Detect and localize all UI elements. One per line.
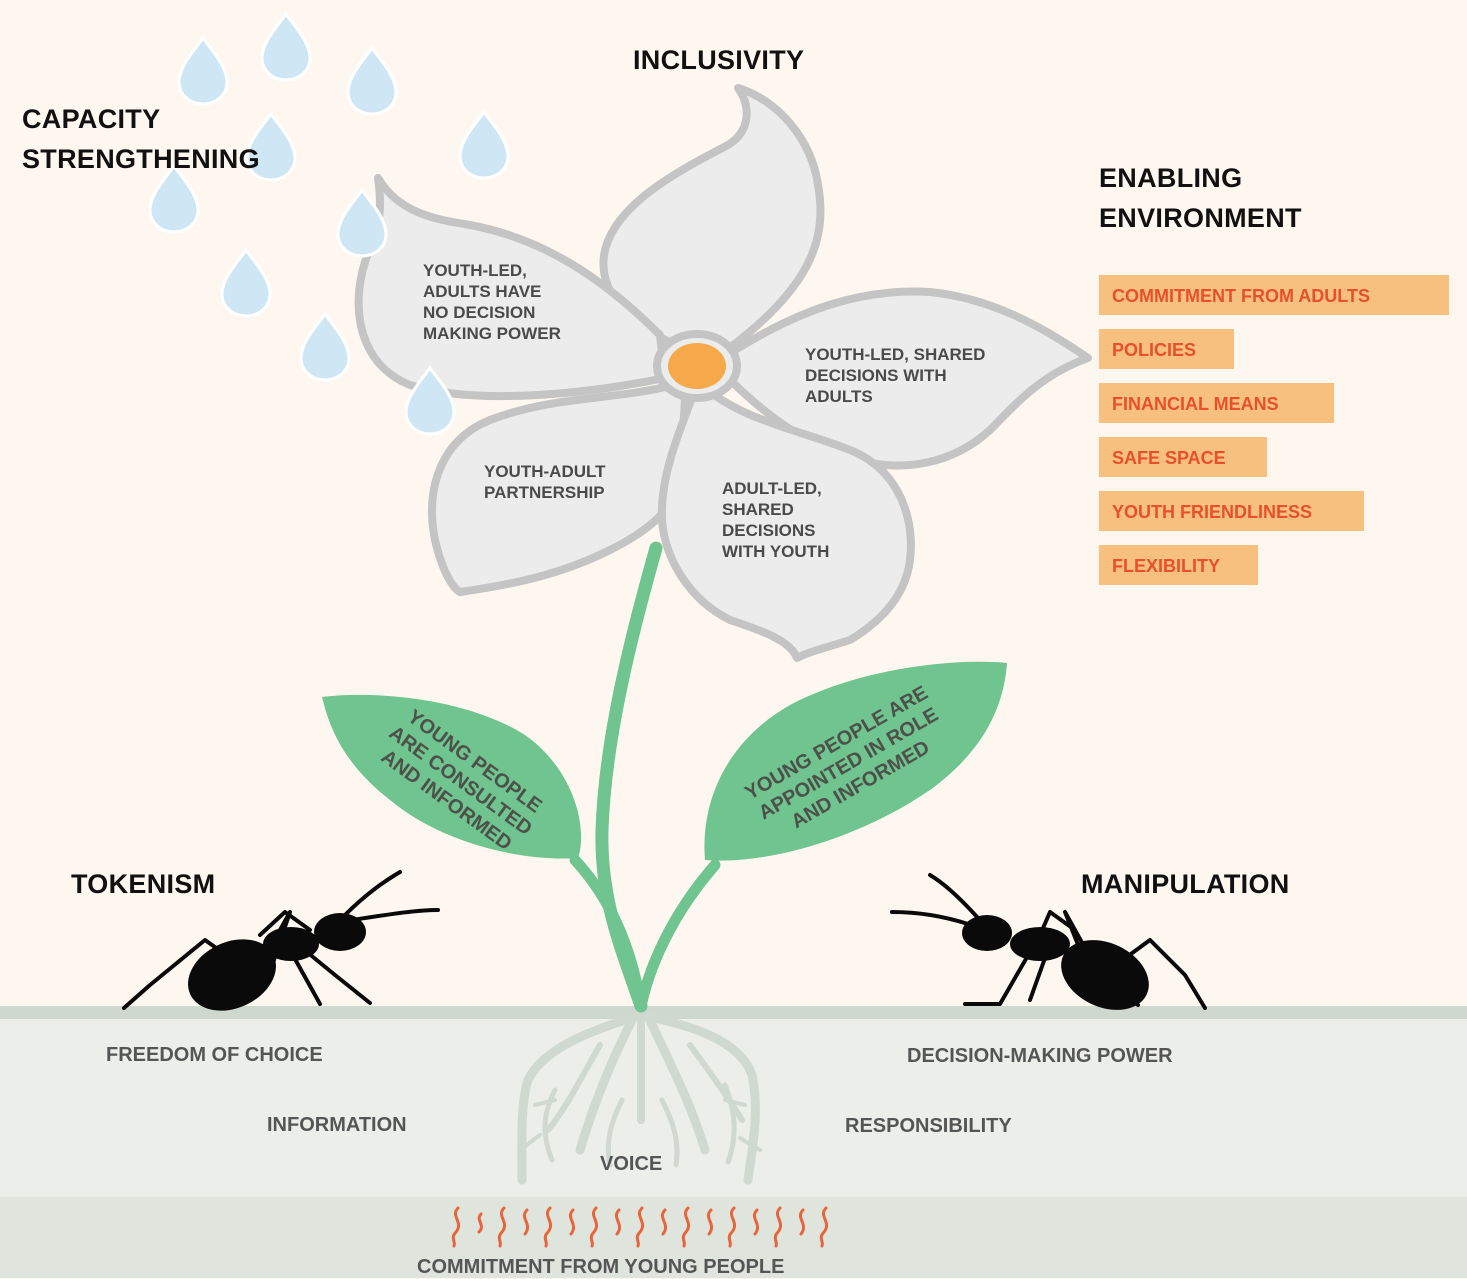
heat-wave-icon: [773, 1206, 783, 1248]
raindrop-icon: [346, 46, 398, 116]
enabling-item-policies: POLICIES: [1099, 329, 1234, 369]
capacity-title-line2: STRENGTHENING: [22, 144, 260, 174]
heat-wave-icon: [635, 1206, 645, 1248]
heat-wave-icon: [497, 1206, 507, 1248]
enabling-item-financial-means: FINANCIAL MEANS: [1099, 383, 1334, 423]
heat-wave-icon: [752, 1208, 760, 1236]
heat-wave-icon: [660, 1208, 668, 1236]
heat-wave-icon: [568, 1208, 576, 1236]
ground-line: [0, 1006, 1467, 1019]
ant-icon: [890, 873, 1207, 1010]
heat-wave-icon: [543, 1206, 553, 1248]
decision-making-power-label: DECISION-MAKING POWER: [907, 1045, 1173, 1067]
roots: [517, 1010, 762, 1185]
manipulation-title: MANIPULATION: [1081, 869, 1290, 899]
responsibility-label: RESPONSIBILITY: [845, 1115, 1012, 1137]
stem: [569, 541, 721, 1013]
enabling-item-youth-friendliness: YOUTH FRIENDLINESS: [1099, 491, 1364, 531]
raindrop-icon: [177, 36, 229, 106]
heat-wave-icon: [477, 1212, 483, 1234]
heat-wave-icon: [819, 1206, 829, 1248]
commitment-from-young-people-label: COMMITMENT FROM YOUNG PEOPLE: [417, 1256, 785, 1278]
enabling-item-safe-space: SAFE SPACE: [1099, 437, 1267, 477]
right-leaf: [704, 661, 1007, 861]
heat-wave-icon: [614, 1208, 622, 1236]
heat-wave-icon: [589, 1206, 599, 1248]
petal-bottom-left-label: YOUTH-ADULT PARTNERSHIP: [484, 462, 606, 502]
raindrop-icon: [458, 110, 510, 180]
freedom-of-choice-label: FREEDOM OF CHOICE: [106, 1044, 323, 1066]
ant-icon: [122, 870, 440, 1011]
tokenism-title: TOKENISM: [71, 869, 216, 899]
information-label: INFORMATION: [267, 1114, 407, 1136]
flower-center: [668, 343, 726, 389]
enabling-title-line1: ENABLING: [1099, 163, 1243, 193]
capacity-title-line1: CAPACITY: [22, 104, 161, 134]
enabling-item-flexibility: FLEXIBILITY: [1099, 545, 1258, 585]
enabling-item-commitment-from-adults: COMMITMENT FROM ADULTS: [1099, 275, 1449, 315]
inclusivity-title: INCLUSIVITY: [633, 45, 805, 75]
voice-label: VOICE: [600, 1153, 663, 1175]
flower: [354, 84, 1092, 662]
petal-bottom-right-label: ADULT-LED, SHARED DECISIONS WITH YOUTH: [722, 479, 830, 561]
left-leaf: [322, 694, 582, 859]
petal-bottom-right: [657, 381, 915, 662]
raindrop-icon: [220, 248, 272, 318]
petal-top-left-label: YOUTH-LED, ADULTS HAVE NO DECISION MAKIN…: [423, 261, 561, 343]
raindrop-icon: [260, 12, 312, 82]
raindrop-icon: [299, 312, 351, 382]
petal-right-label: YOUTH-LED, SHARED DECISIONS WITH ADULTS: [805, 345, 986, 406]
heat-wave-icon: [451, 1206, 461, 1248]
heat-wave-icon: [798, 1208, 806, 1236]
enabling-title-line2: ENVIRONMENT: [1099, 203, 1302, 233]
heat-wave-icon: [681, 1206, 691, 1248]
heat-wave-icon: [727, 1206, 737, 1248]
heat-waves: [451, 1206, 829, 1248]
petal-top: [599, 84, 825, 359]
heat-wave-icon: [706, 1208, 714, 1236]
heat-wave-icon: [522, 1208, 530, 1236]
